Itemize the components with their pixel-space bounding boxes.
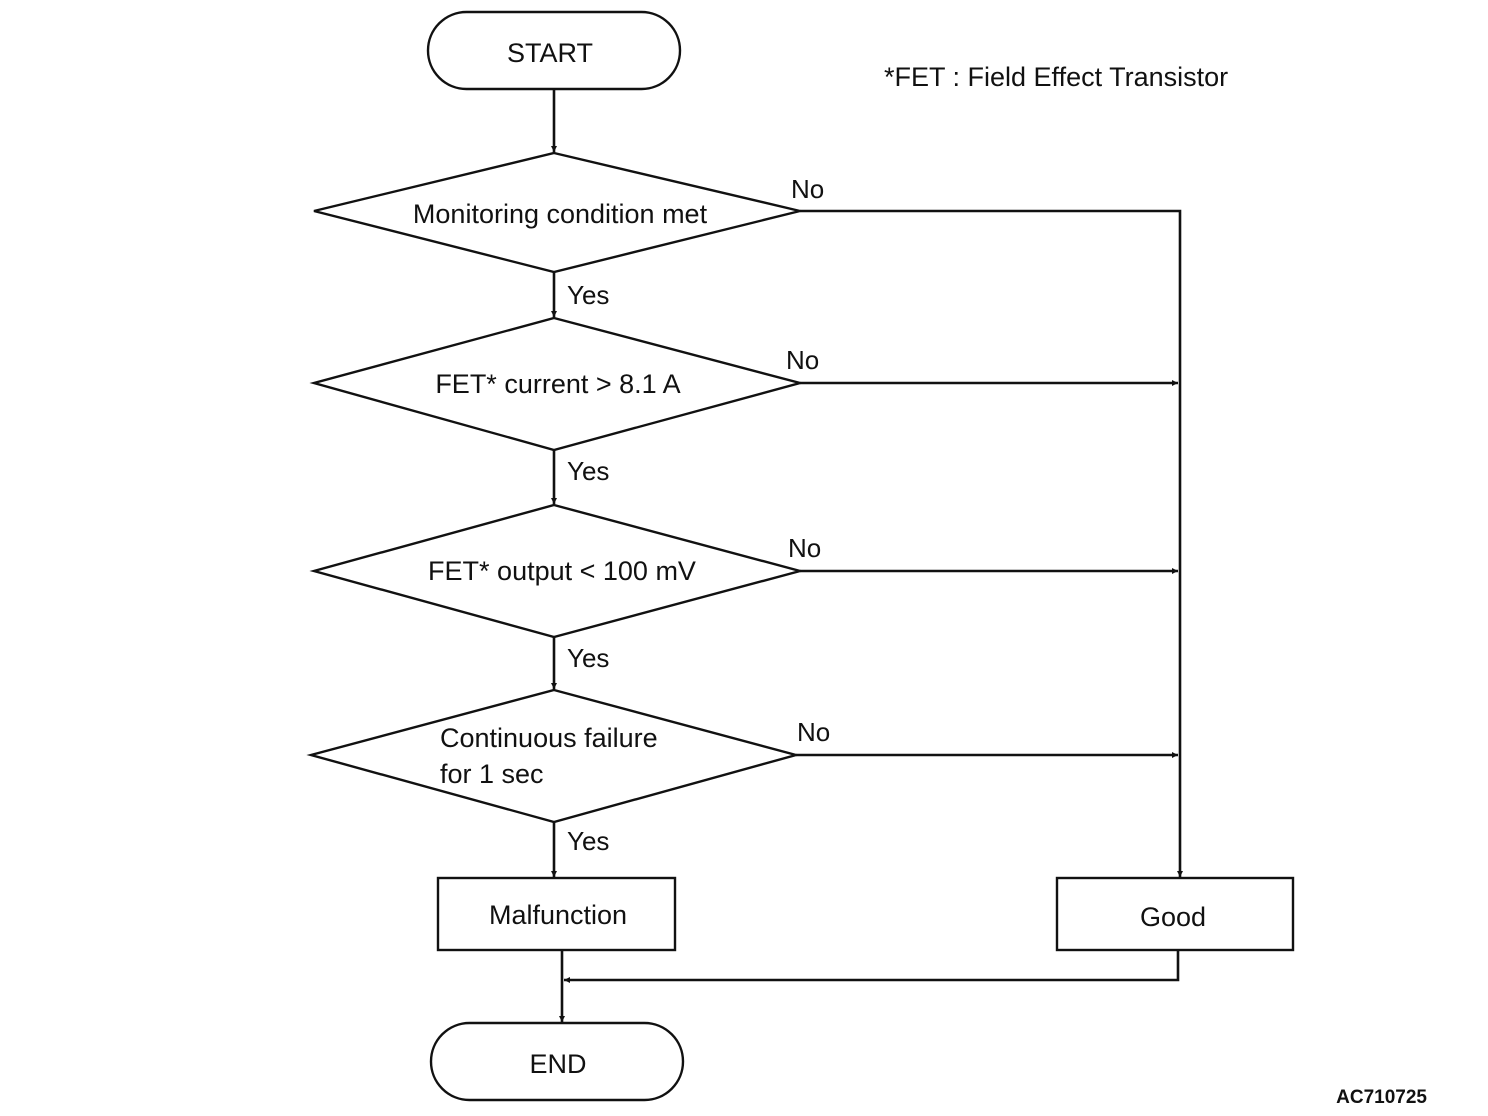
end-terminator bbox=[429, 1021, 685, 1102]
end-label: END bbox=[529, 1049, 586, 1079]
malfunction-box bbox=[436, 876, 677, 952]
label-no-output: No bbox=[788, 533, 821, 563]
decision-monitoring-condition-label: Monitoring condition met bbox=[413, 199, 708, 229]
label-yes-monitoring: Yes bbox=[567, 280, 609, 310]
decision-continuous-failure-label-line2: for 1 sec bbox=[440, 759, 544, 789]
figure-code: AC710725 bbox=[1336, 1087, 1427, 1108]
edge-monitoring-no bbox=[800, 209, 1183, 877]
label-no-continuous: No bbox=[797, 717, 830, 747]
start-label: START bbox=[507, 38, 593, 68]
malfunction-label: Malfunction bbox=[489, 900, 627, 930]
edge-good-to-merge bbox=[564, 950, 1180, 983]
decision-fet-output-label: FET* output < 100 mV bbox=[428, 556, 696, 586]
label-yes-current: Yes bbox=[567, 456, 609, 486]
footnote-fet-definition: *FET : Field Effect Transistor bbox=[884, 62, 1228, 92]
label-yes-continuous: Yes bbox=[567, 826, 609, 856]
decision-fet-current-label: FET* current > 8.1 A bbox=[435, 369, 680, 399]
decision-continuous-failure bbox=[306, 688, 801, 824]
decision-continuous-failure-label-line1: Continuous failure bbox=[440, 723, 658, 753]
label-yes-output: Yes bbox=[567, 643, 609, 673]
label-no-monitoring: No bbox=[791, 174, 824, 204]
good-box bbox=[1055, 876, 1295, 952]
good-label: Good bbox=[1140, 902, 1206, 932]
label-no-current: No bbox=[786, 345, 819, 375]
